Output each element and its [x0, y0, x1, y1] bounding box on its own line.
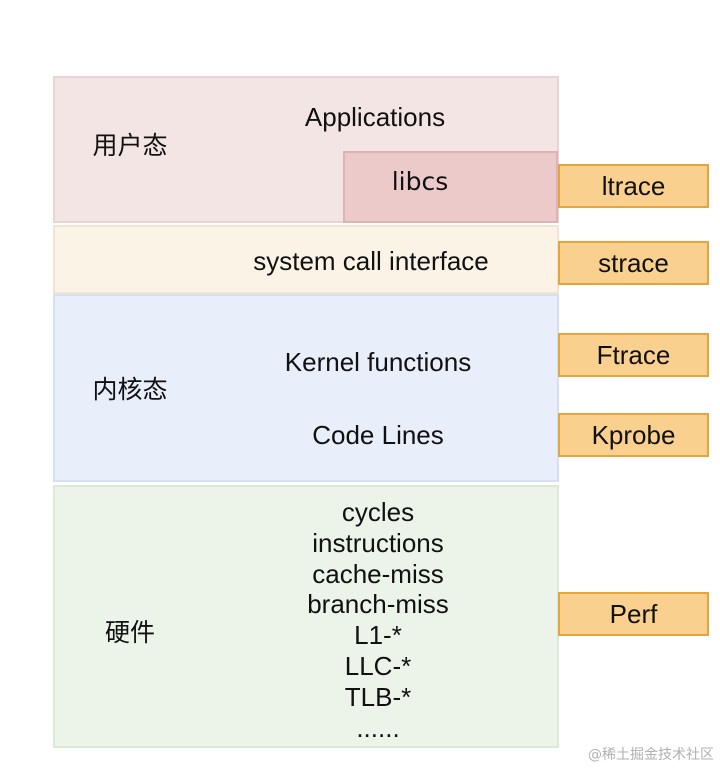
libcs-label: libcs: [391, 167, 449, 196]
hardware-events-list: cycles instructions cache-miss branch-mi…: [307, 497, 449, 743]
system-call-interface-label: system call interface: [253, 246, 489, 276]
hardware-event-item: branch-miss: [307, 589, 449, 620]
hardware-event-item: instructions: [312, 527, 444, 558]
kernel-space-layer: [53, 294, 559, 482]
hardware-label: 硬件: [104, 618, 156, 647]
hardware-layer: [53, 485, 559, 748]
applications-label: Applications: [304, 102, 446, 132]
hardware-event-item: TLB-*: [344, 681, 412, 712]
ltrace-tool-box[interactable]: ltrace: [558, 164, 709, 208]
ltrace-label: ltrace: [601, 170, 666, 201]
hardware-event-item: L1-*: [354, 620, 402, 651]
code-lines-label: Code Lines: [312, 420, 444, 450]
system-call-interface-layer: [53, 225, 559, 294]
perf-tool-box[interactable]: Perf: [558, 592, 709, 636]
hardware-event-item: cache-miss: [312, 558, 444, 589]
hardware-event-item: ......: [356, 712, 400, 743]
hardware-event-item: cycles: [341, 497, 415, 527]
hardware-event-item: LLC-*: [344, 650, 412, 681]
kprobe-label: Kprobe: [591, 419, 676, 450]
kernel-space-label: 内核态: [92, 375, 168, 404]
strace-label: strace: [598, 247, 669, 278]
watermark: @稀土掘金技术社区: [588, 747, 714, 763]
user-space-layer: [53, 76, 559, 223]
libcs-box: [343, 151, 558, 223]
perf-label: Perf: [609, 598, 658, 629]
kprobe-tool-box[interactable]: Kprobe: [558, 413, 709, 457]
kernel-functions-label: Kernel functions: [284, 347, 472, 377]
ftrace-tool-box[interactable]: Ftrace: [558, 333, 709, 377]
strace-tool-box[interactable]: strace: [558, 241, 709, 285]
user-space-label: 用户态: [92, 131, 168, 160]
ftrace-label: Ftrace: [596, 339, 671, 370]
